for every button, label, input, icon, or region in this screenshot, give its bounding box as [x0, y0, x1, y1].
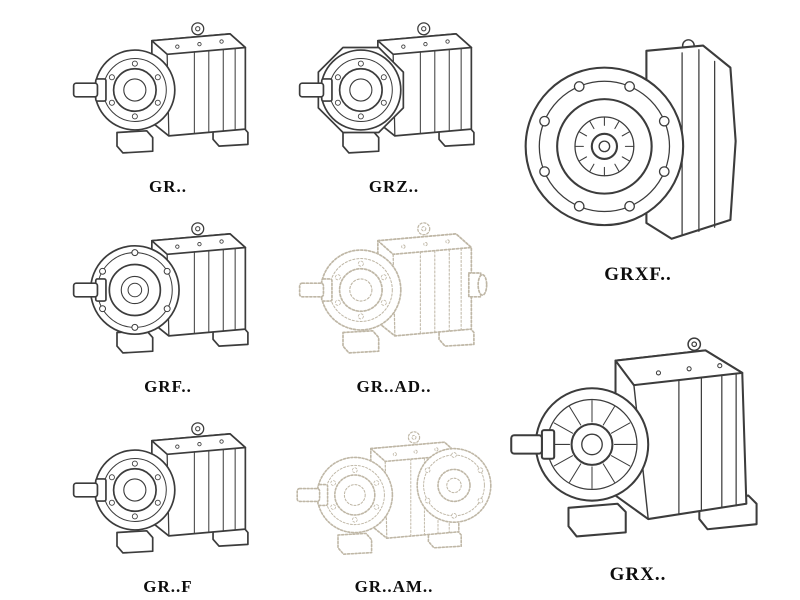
- figure-label-grxf: GRXF..: [604, 264, 672, 285]
- gearbox-grx-drawing: [505, 332, 771, 562]
- figure-grx: GRX..: [492, 300, 784, 600]
- figure-gr-f: GR..F: [52, 400, 284, 600]
- figure-grf: GRF..: [52, 200, 284, 400]
- gearbox-grf-drawing: [70, 205, 266, 375]
- column-center: GRZ.. GR..AD.. GR..AM..: [288, 0, 500, 600]
- figure-label-grf: GRF..: [144, 377, 192, 396]
- figure-gr-ad: GR..AD..: [288, 200, 500, 400]
- column-left: GR.. GRF.. GR..F: [52, 0, 284, 600]
- figure-label-gr-ad: GR..AD..: [356, 377, 432, 396]
- column-right: GRXF.. GRX..: [492, 0, 784, 600]
- gearbox-gr-am-drawing: [294, 415, 494, 575]
- figure-gr-am: GR..AM..: [288, 400, 500, 600]
- figure-grxf: GRXF..: [492, 0, 784, 300]
- figure-grz: GRZ..: [288, 0, 500, 200]
- figure-label-grz: GRZ..: [368, 177, 420, 196]
- gearbox-gr-f-drawing: [70, 405, 266, 575]
- gearbox-gr-drawing: [70, 5, 266, 175]
- gearbox-grz-drawing: [296, 5, 492, 175]
- gearbox-gr-ad-drawing: [296, 205, 492, 375]
- figure-label-grx: GRX..: [609, 564, 667, 585]
- figure-label-gr-am: GR..AM..: [354, 577, 434, 596]
- figure-label-gr-f: GR..F: [143, 577, 193, 596]
- figure-label-gr: GR..: [149, 177, 187, 196]
- gearbox-grxf-drawing: [512, 36, 764, 262]
- figure-gr: GR..: [52, 0, 284, 200]
